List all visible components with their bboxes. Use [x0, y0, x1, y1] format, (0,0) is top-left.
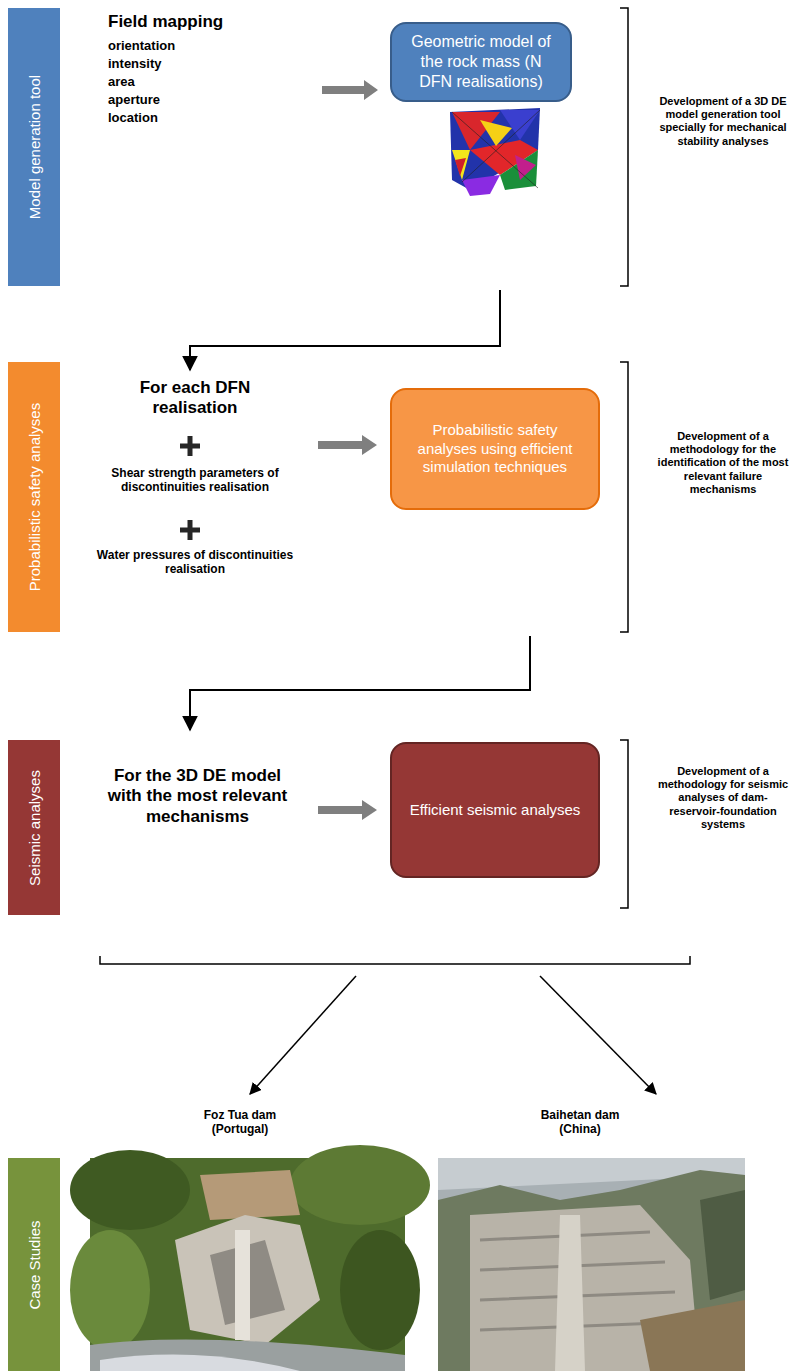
box-label: Efficient seismic analyses: [410, 801, 581, 820]
step-text: For the 3D DE model with the most releva…: [95, 766, 300, 827]
list-item: orientation: [108, 38, 308, 54]
step-text: For each DFN realisation: [100, 378, 290, 419]
case-arrow: [540, 976, 656, 1094]
process-box: Probabilistic safety analyses using effi…: [390, 388, 600, 510]
band-label: Seismic analyses: [26, 770, 43, 886]
side-note: Development of a methodology for seismic…: [655, 765, 791, 831]
summary-bracket: [100, 956, 690, 964]
band-label: Model generation tool: [26, 75, 43, 219]
list-item: area: [108, 74, 308, 90]
list-item: location: [108, 110, 308, 126]
plus-sign: [180, 436, 200, 456]
side-note: Development of a methodology for the ide…: [655, 430, 791, 496]
case-label: Foz Tua dam (Portugal): [185, 1108, 295, 1137]
stage-band: Case Studies: [8, 1158, 60, 1371]
stage-band: Seismic analyses: [8, 740, 60, 915]
stage-band: Model generation tool: [8, 8, 60, 286]
block-arrow: [322, 80, 378, 100]
list-item: aperture: [108, 92, 308, 108]
section-bracket: [620, 8, 628, 286]
dam-photo: [70, 1145, 430, 1371]
list-item: intensity: [108, 56, 308, 72]
flow-line: [190, 636, 530, 730]
block-arrow: [318, 800, 377, 820]
process-box: Efficient seismic analyses: [390, 742, 600, 878]
band-label: Probabilistic safety analyses: [26, 403, 43, 591]
dfn-illustration: [450, 108, 540, 196]
section-heading: Field mapping: [108, 12, 308, 32]
band-label: Case Studies: [26, 1220, 43, 1309]
step-text: Shear strength parameters of discontinui…: [95, 466, 295, 495]
box-label: Geometric model of the rock mass (N DFN …: [402, 32, 560, 92]
section-bracket: [620, 362, 628, 632]
case-arrow: [250, 976, 356, 1094]
flow-line: [190, 290, 500, 370]
side-note: Development of a 3D DE model generation …: [655, 95, 791, 148]
plus-sign: [180, 520, 200, 540]
box-label: Probabilistic safety analyses using effi…: [402, 421, 588, 477]
block-arrow: [318, 435, 377, 455]
dam-photo: [438, 1158, 745, 1371]
step-text: Water pressures of discontinuities reali…: [95, 548, 295, 577]
stage-band: Probabilistic safety analyses: [8, 362, 60, 632]
case-label: Baihetan dam (China): [525, 1108, 635, 1137]
section-bracket: [620, 740, 628, 908]
process-box: Geometric model of the rock mass (N DFN …: [390, 22, 572, 102]
